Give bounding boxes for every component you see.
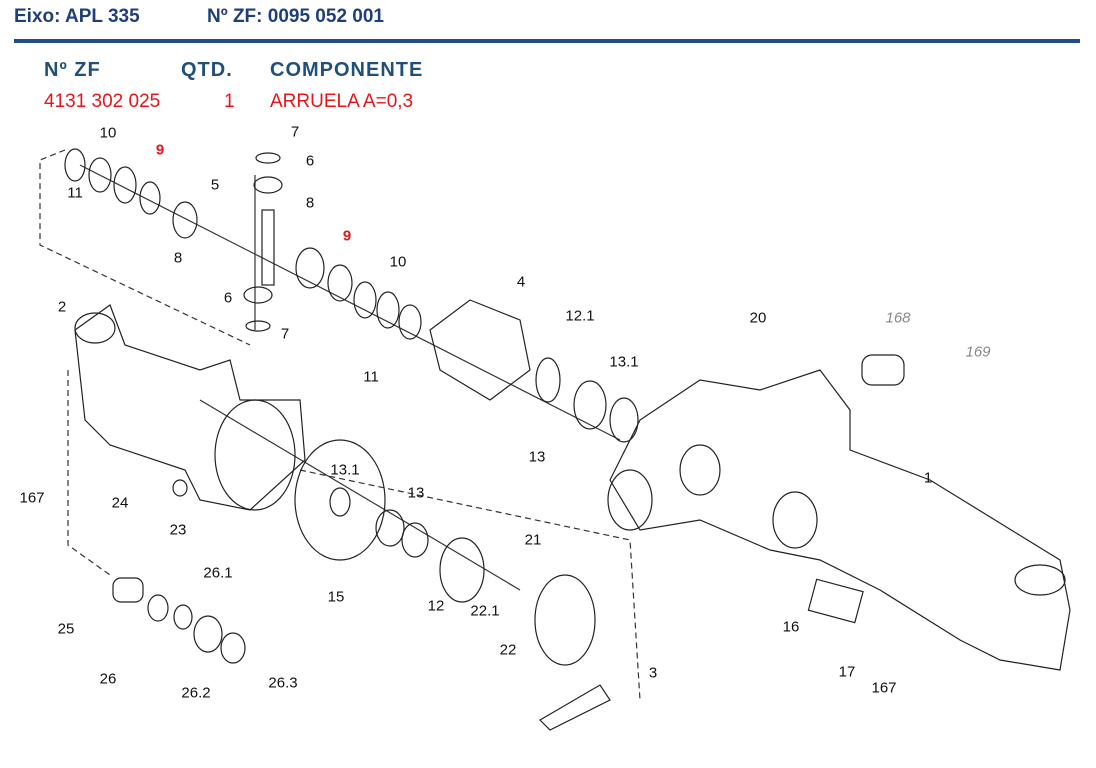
part-zf-number: 4131 302 025 [44, 91, 161, 112]
callout-24: 24 [111, 494, 129, 512]
column-header-qty: QTD. [181, 59, 233, 81]
callout-11: 11 [363, 368, 379, 386]
column-header-component: COMPONENTE [270, 59, 424, 81]
callout-13-1: 13.1 [330, 461, 360, 479]
callout-12: 12 [427, 597, 445, 615]
axle-housing-main [607, 369, 1071, 671]
callout-26-2: 26.2 [181, 684, 211, 702]
callout-10: 10 [99, 124, 117, 142]
callout-26-3: 26.3 [268, 674, 298, 692]
axle-title: Eixo: APL 335 [14, 6, 140, 27]
callout-167: 167 [19, 489, 45, 507]
callout-7: 7 [280, 325, 290, 343]
callout-9-highlighted: 9 [342, 227, 352, 245]
callout-12-1: 12.1 [565, 307, 595, 325]
zf-number-title: Nº ZF: 0095 052 001 [207, 6, 384, 27]
callout-22: 22 [499, 641, 517, 659]
callout-7: 7 [290, 123, 300, 141]
callout-15: 15 [327, 588, 345, 606]
part-component-name: ARRUELA A=0,3 [270, 91, 414, 112]
axle-housing-left [74, 304, 306, 511]
callout-16: 16 [782, 618, 800, 636]
callout-13: 13 [407, 484, 425, 502]
callout-5: 5 [210, 176, 220, 194]
callout-20: 20 [749, 309, 767, 327]
header-divider [14, 39, 1080, 43]
callout-26-1: 26.1 [203, 564, 233, 582]
callout-2: 2 [57, 298, 67, 316]
callout-4: 4 [516, 273, 526, 291]
part-quantity: 1 [224, 91, 235, 112]
column-header-zf: Nº ZF [44, 59, 101, 81]
callout-25: 25 [57, 620, 75, 638]
differential-case [429, 299, 531, 401]
callout-17: 17 [838, 663, 856, 681]
callout-1: 1 [923, 469, 933, 487]
dashed-frame-lines [39, 149, 641, 701]
callout-22-1: 22.1 [470, 602, 500, 620]
callout-26: 26 [99, 670, 117, 688]
callout-11: 11 [67, 184, 83, 202]
callout-9-highlighted: 9 [155, 141, 165, 159]
callout-10: 10 [389, 253, 407, 271]
callout-13-1: 13.1 [609, 353, 639, 371]
callout-168: 168 [885, 309, 911, 327]
callout-23: 23 [169, 521, 187, 539]
callout-167: 167 [871, 679, 897, 697]
callout-169: 169 [965, 343, 991, 361]
washers-and-rings [64, 148, 905, 666]
callout-13: 13 [528, 448, 546, 466]
callout-6: 6 [223, 289, 233, 307]
callout-8: 8 [305, 194, 315, 212]
callout-21: 21 [524, 531, 542, 549]
callout-3: 3 [648, 664, 658, 682]
axis-lines [79, 164, 621, 591]
callout-8: 8 [173, 249, 183, 267]
callout-6: 6 [305, 152, 315, 170]
pinion-shaft [539, 684, 611, 731]
